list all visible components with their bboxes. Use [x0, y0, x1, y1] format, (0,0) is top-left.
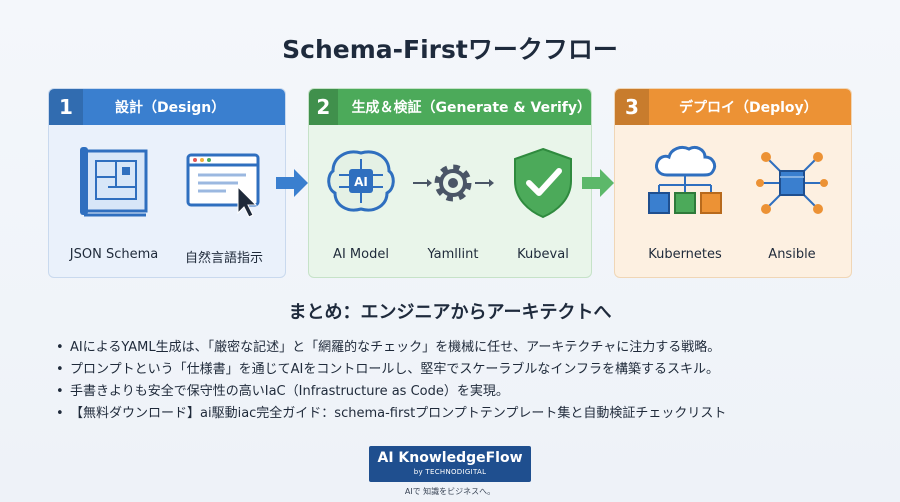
blueprint-icon	[80, 147, 148, 217]
step-number: 1	[49, 89, 83, 125]
design-panel: 1 設計（Design） JSON Schema	[48, 88, 286, 278]
browser-cursor-icon	[186, 153, 260, 218]
item-label: JSON Schema	[69, 247, 159, 262]
summary-bullet: AIによるYAML生成は、「厳密な記述」と「網羅的なチェック」を機械に任せ、アー…	[56, 337, 856, 359]
step-number: 2	[309, 89, 338, 125]
kubernetes-item: Kubernetes	[623, 141, 747, 262]
ansible-item: Ansible	[737, 141, 847, 262]
item-label: AI Model	[333, 247, 389, 262]
gear-icon	[413, 164, 494, 202]
deploy-panel: 3 デプロイ（Deploy） Kubernetes	[614, 88, 852, 278]
kubeval-item: Kubeval	[493, 141, 591, 262]
natural-language-item: 自然言語指示	[169, 141, 279, 266]
yamllint-item: Yamllint	[403, 141, 503, 262]
summary-bullet: プロンプトという「仕様書」を通じてAIをコントロールし、堅牢でスケーラブルなイン…	[56, 359, 856, 381]
network-hub-icon	[756, 152, 828, 214]
brand-name: AI KnowledgeFlow	[377, 450, 523, 466]
brand-tagline: AIで 知識をビジネスへ。	[404, 487, 496, 496]
step-number: 3	[615, 89, 649, 125]
flow-arrow-icon	[582, 169, 614, 197]
brand-by: by TECHNODIGITAL	[413, 468, 487, 476]
shield-check-icon	[514, 147, 572, 219]
brand-logo: AI KnowledgeFlow by TECHNODIGITAL	[369, 446, 531, 482]
item-label: Ansible	[768, 247, 816, 262]
svg-text:AI: AI	[354, 175, 368, 189]
item-label: Kubeval	[517, 247, 569, 262]
cloud-containers-icon	[648, 145, 722, 214]
item-label: 自然言語指示	[184, 251, 263, 266]
step-title: 設計（Design）	[115, 100, 226, 116]
download-bullet[interactable]: 【無料ダウンロード】ai駆動iac完全ガイド：schema-firstプロンプト…	[56, 403, 856, 425]
summary-bullet: 手書きよりも安全で保守性の高いIaC（Infrastructure as Cod…	[56, 381, 856, 403]
deploy-panel-header: 3 デプロイ（Deploy）	[615, 89, 851, 125]
step-title: 生成＆検証（Generate & Verify）	[351, 100, 591, 116]
ai-model-item: AI AI Model	[311, 141, 411, 262]
item-label: Kubernetes	[648, 247, 722, 262]
verify-panel: 2 生成＆検証（Generate & Verify） AI AI Model	[308, 88, 592, 278]
page-title: Schema-Firstワークフロー	[282, 35, 618, 64]
summary-title: まとめ：エンジニアからアーキテクトへ	[288, 302, 612, 323]
design-panel-header: 1 設計（Design）	[49, 89, 285, 125]
item-label: Yamllint	[427, 247, 479, 262]
step-title: デプロイ（Deploy）	[679, 100, 818, 116]
summary-bullet-list: AIによるYAML生成は、「厳密な記述」と「網羅的なチェック」を機械に任せ、アー…	[56, 337, 856, 425]
flow-arrow-icon	[276, 169, 308, 197]
verify-panel-header: 2 生成＆検証（Generate & Verify）	[309, 89, 591, 125]
ai-brain-icon: AI	[327, 150, 395, 212]
json-schema-item: JSON Schema	[59, 141, 169, 262]
